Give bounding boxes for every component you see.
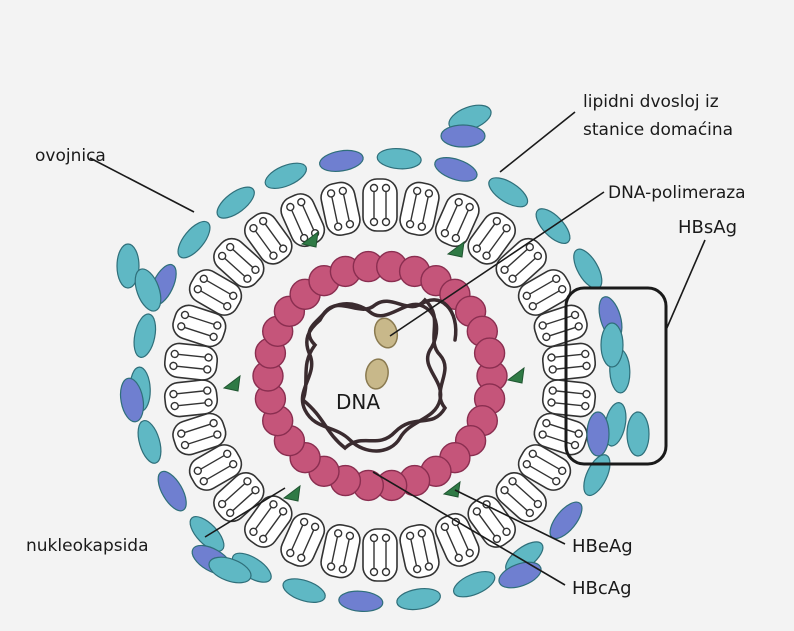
lipid-head xyxy=(205,354,213,362)
surface-protein xyxy=(395,586,442,613)
lipid-head xyxy=(327,189,335,197)
lipid-head xyxy=(383,535,390,542)
surface-protein xyxy=(131,312,159,359)
label-lipid-line1: lipidni dvosloj iz xyxy=(583,92,719,112)
label-dna-polymerase: DNA-polimeraza xyxy=(608,183,746,203)
lipid-unit xyxy=(163,379,218,418)
hbeag-marker xyxy=(444,482,460,497)
lipid-head xyxy=(371,569,378,576)
lipid-head xyxy=(203,387,211,395)
lipid-head xyxy=(170,390,178,398)
dna-polymerase-molecule xyxy=(371,316,400,351)
lipid-head xyxy=(425,562,433,570)
lipid-unit-outline xyxy=(163,379,218,418)
surface-protein xyxy=(153,467,192,515)
lipid-head xyxy=(581,402,589,410)
surface-protein xyxy=(578,451,615,499)
lipid-head xyxy=(413,187,421,195)
label-dna: DNA xyxy=(336,390,380,414)
surface-protein xyxy=(601,323,623,367)
lipid-unit-outline xyxy=(541,379,596,418)
label-lipid-line2: stanice domaćina xyxy=(583,120,733,140)
lipid-head xyxy=(205,399,213,407)
lipid-head xyxy=(339,565,347,573)
lipid-head xyxy=(371,185,378,192)
lipid-head xyxy=(583,390,591,398)
hbeag-marker xyxy=(224,376,240,391)
lipid-head xyxy=(583,362,591,370)
lipid-head xyxy=(371,219,378,226)
lipid-head xyxy=(339,187,347,195)
label-ovojnica: ovojnica xyxy=(35,146,106,166)
lipid-unit-outline xyxy=(541,342,596,381)
lipid-head xyxy=(549,366,557,374)
label-nucleocapsid: nukleokapsida xyxy=(26,536,149,556)
hbeag-marker xyxy=(508,368,524,383)
lipid-unit xyxy=(541,342,596,381)
lipid-unit xyxy=(163,342,218,381)
lipid-head xyxy=(549,387,557,395)
dna-polymerase-molecule xyxy=(364,357,391,390)
surface-protein xyxy=(376,147,421,170)
lipid-unit xyxy=(363,179,397,231)
lipid-head xyxy=(327,562,335,570)
label-hbsag: HBsAg xyxy=(678,217,737,238)
lipid-head xyxy=(371,535,378,542)
lipid-head xyxy=(171,402,179,410)
surface-protein xyxy=(432,153,480,186)
lipid-head xyxy=(406,220,414,228)
surface-protein xyxy=(441,125,485,147)
surface-protein xyxy=(134,418,165,466)
lipid-unit xyxy=(363,529,397,581)
surface-protein xyxy=(627,412,649,456)
lipid-unit-outline xyxy=(363,179,397,231)
lipid-head xyxy=(346,220,354,228)
lipid-head xyxy=(413,565,421,573)
lipid-head xyxy=(334,529,342,537)
surface-protein xyxy=(484,172,532,212)
lipid-unit xyxy=(541,379,596,418)
hbeag-marker xyxy=(284,486,300,501)
surface-protein xyxy=(587,412,609,456)
lipid-head xyxy=(346,532,354,540)
lipid-head xyxy=(383,569,390,576)
surface-protein xyxy=(172,216,215,263)
label-hbeag: HBeAg xyxy=(572,536,633,557)
surface-protein xyxy=(280,574,328,607)
lipid-head xyxy=(548,354,556,362)
surface-protein xyxy=(318,147,365,174)
lipid-head xyxy=(383,185,390,192)
lipid-head xyxy=(334,223,342,231)
lipid-unit-outline xyxy=(163,342,218,381)
lipid-head xyxy=(406,532,414,540)
lipid-head xyxy=(425,189,433,197)
lipid-head xyxy=(418,529,426,537)
lipid-head xyxy=(548,399,556,407)
lipid-head xyxy=(203,366,211,374)
capsid-protein xyxy=(475,338,505,368)
lipid-head xyxy=(581,350,589,358)
lipid-head xyxy=(418,223,426,231)
label-hbcag: HBcAg xyxy=(572,578,632,599)
surface-protein xyxy=(262,158,310,194)
surface-protein xyxy=(568,245,607,293)
lipid-head xyxy=(383,219,390,226)
surface-protein xyxy=(338,590,383,613)
lipid-head xyxy=(170,362,178,370)
surface-protein xyxy=(450,566,498,602)
lipid-head xyxy=(171,350,179,358)
lipid-unit-outline xyxy=(363,529,397,581)
